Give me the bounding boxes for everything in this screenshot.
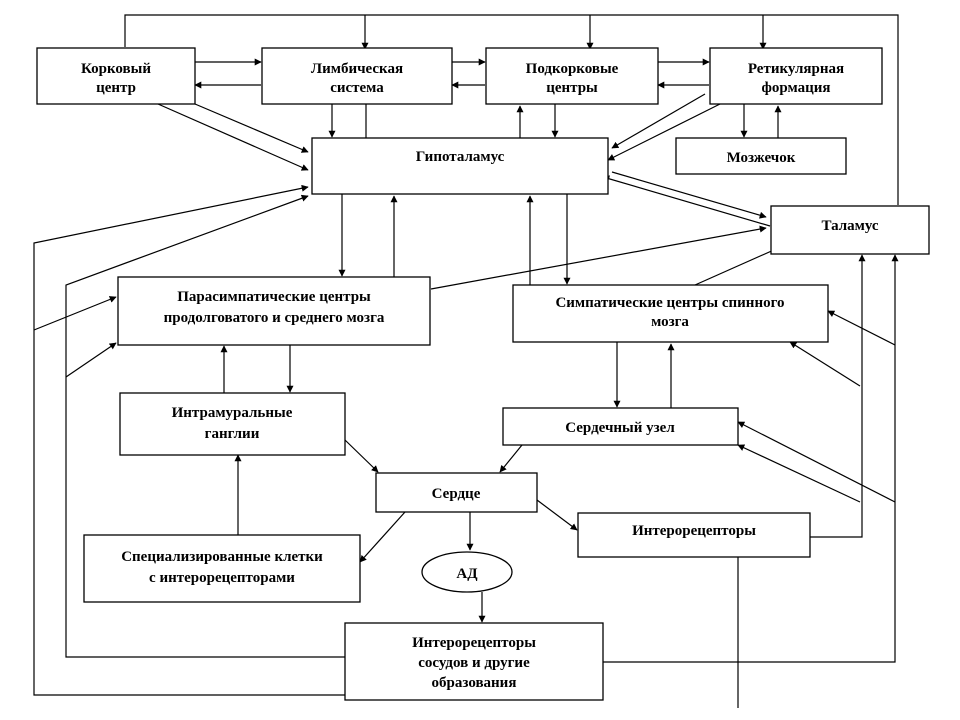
node-label: Сердце (432, 486, 481, 502)
arrow-left-inner-loop-to-hypothalamus (65, 194, 345, 658)
node-label: Таламус (821, 218, 878, 234)
node-blood-pressure: АД (421, 551, 513, 593)
node-label-line: Корковый (81, 61, 151, 77)
node-label-line: Сердечный узел (565, 420, 675, 436)
node-label: Симпатические центры спинного мозга (555, 295, 784, 330)
node-label-line: Сердце (432, 486, 481, 502)
arrow-reticular-to-hypothalamus-1 (611, 93, 706, 149)
node-label-line: Парасимпатические центры (177, 289, 371, 305)
arrow-thalamus-to-hypothalamus (602, 175, 771, 227)
arrow-right-to-cardiac-node-1 (737, 421, 896, 503)
node-cardiac-node: Сердечный узел (502, 407, 739, 446)
node-label-line: центры (546, 80, 598, 96)
arrow-cortex-to-hypothalamus-1 (157, 103, 309, 171)
node-label-line: с интерорецепторами (149, 570, 295, 586)
node-label-line: система (330, 80, 384, 96)
node-label-line: Симпатические центры спинного (555, 295, 784, 311)
node-label: Специализированные клетки с интерорецепто… (121, 549, 323, 586)
node-label: Мозжечок (727, 150, 796, 166)
node-label: Корковый центр (81, 61, 151, 96)
node-label: Гипоталамус (416, 149, 505, 165)
node-cerebellum: Мозжечок (675, 137, 847, 175)
arrow-cortex-to-hypothalamus-2 (194, 103, 309, 153)
arrow-reticular-to-hypothalamus-2 (607, 103, 721, 161)
node-label-line: формация (761, 80, 830, 96)
arrow-interoceptors-to-thalamus (810, 254, 866, 538)
node-label-line: продолговатого и среднего мозга (164, 310, 385, 326)
node-heart: Сердце (375, 472, 538, 513)
node-label: Сердечный узел (565, 420, 675, 436)
arrow-left-to-parasympathetic-1 (33, 296, 117, 331)
node-label: Ретикулярная формация (748, 61, 844, 96)
node-label-line: ганглии (205, 426, 260, 442)
node-label-line: Интерорецепторы (632, 523, 756, 539)
arrow-left-outer-loop-to-hypothalamus (33, 184, 345, 696)
node-limbic-system: Лимбическая система (261, 47, 453, 105)
arrow-vessel-receptors-to-thalamus (603, 254, 899, 663)
arrow-right-to-sympathetic-2 (789, 341, 861, 387)
node-label: Интерорецепторы (632, 523, 756, 539)
node-label-line: мозга (651, 314, 689, 330)
arrow-heart-to-interoceptors (536, 499, 578, 531)
node-label-line: Ретикулярная (748, 61, 844, 77)
node-interoceptors: Интерорецепторы (577, 512, 811, 558)
node-label-line: Специализированные клетки (121, 549, 323, 565)
node-hypothalamus: Гипоталамус (311, 137, 609, 195)
arrow-intramural-to-heart (344, 439, 379, 473)
node-label: Лимбическая система (311, 61, 403, 96)
arrow-heart-to-special-cells (359, 511, 406, 563)
arrow-cardiac-node-to-heart (499, 444, 523, 473)
node-label-line: Лимбическая (311, 61, 403, 77)
top-bus-line (124, 14, 899, 205)
node-subcortical-centers: Подкорковые центры (485, 47, 659, 105)
node-label-line: Интрамуральные (172, 405, 293, 421)
node-label-line: Таламус (821, 218, 878, 234)
node-label-line: образования (432, 675, 517, 691)
node-intramural-ganglia: Интрамуральные ганглии (119, 392, 346, 456)
node-label: Парасимпатические центры продолговатого и… (164, 289, 385, 326)
node-label-line: Интерорецепторы (412, 635, 536, 651)
nodes: Корковый центр Лимбическая система Подкорк… (36, 47, 930, 701)
node-label: Подкорковые центры (526, 61, 619, 96)
node-label-line: сосудов и другие (418, 655, 530, 671)
node-cortical-center: Корковый центр (36, 47, 196, 105)
node-sympathetic-centers: Симпатические центры спинного мозга (512, 284, 829, 343)
node-label: АД (456, 566, 478, 582)
arrow-hypothalamus-to-thalamus (611, 171, 767, 219)
arrow-sympathetic-to-thalamus (694, 244, 786, 286)
node-label: Интрамуральные ганглии (172, 405, 293, 442)
node-label-line: АД (456, 566, 478, 582)
node-vessel-interoceptors: Интерорецепторы сосудов и другие образован… (344, 622, 604, 701)
node-label-line: Гипоталамус (416, 149, 505, 165)
node-label-line: Мозжечок (727, 150, 796, 166)
arrow-parasympathetic-to-thalamus (430, 225, 767, 290)
node-parasympathetic-centers: Парасимпатические центры продолговатого и… (117, 276, 431, 346)
connections (33, 14, 899, 708)
node-label: Интерорецепторы сосудов и другие образован… (412, 635, 536, 691)
node-label-line: центр (96, 80, 136, 96)
node-reticular-formation: Ретикулярная формация (709, 47, 883, 105)
node-thalamus: Таламус (770, 205, 930, 255)
arrow-right-to-cardiac-node-2 (737, 444, 861, 503)
node-label-line: Подкорковые (526, 61, 619, 77)
arrow-left-to-parasympathetic-2 (65, 342, 117, 378)
node-specialized-cells: Специализированные клетки с интерорецепто… (83, 534, 361, 603)
